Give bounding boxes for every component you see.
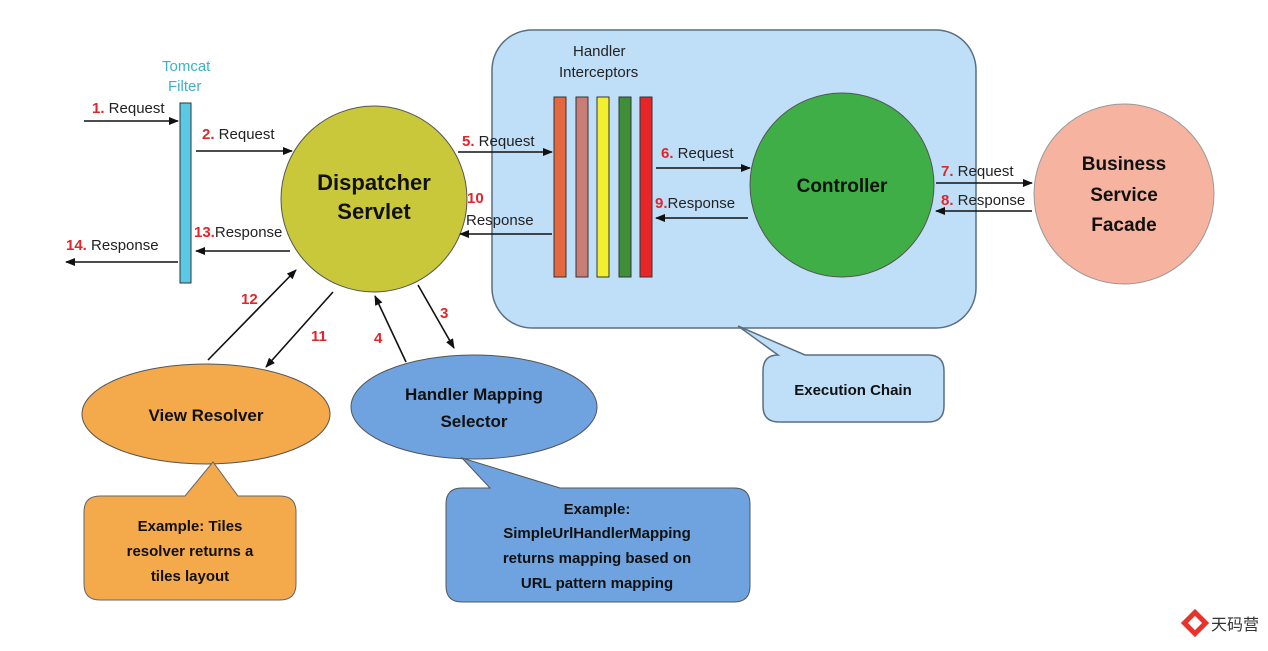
handler-mapping-callout [445,456,751,603]
callout-mapping-line4: URL pattern mapping [521,575,673,592]
step-11-number: 11 [311,328,327,345]
service-label: Service [1090,185,1158,206]
step-14-label: 14. Response [66,237,159,254]
controller-label: Controller [797,176,888,197]
arrow-12 [207,269,297,361]
handler-mapping-label: Handler Mapping [405,385,543,404]
callout-mapping-line1: Example: [564,501,631,518]
dispatcher-label: Dispatcher [317,170,431,195]
arrow-4 [374,295,407,363]
selector-label: Selector [440,412,507,431]
tomcat-label: Tomcat [162,58,211,75]
watermark-logo-icon [1180,608,1210,638]
interceptor-bar [596,96,610,278]
step-10-label: Response [466,212,534,229]
callout-view-line1: Example: Tiles [138,518,243,535]
arrow-11 [265,291,334,368]
controller-node [749,92,935,278]
step-10-number: 10 [467,190,484,207]
dispatcher-servlet-node [280,105,468,293]
business-label: Business [1082,154,1166,175]
servlet-label: Servlet [337,199,411,224]
watermark-text: 天码营 [1211,615,1259,634]
view-resolver-node [81,363,331,465]
interceptor-bar [553,96,567,278]
interceptor-bar [575,96,589,278]
step-4-number: 4 [374,330,383,347]
callout-mapping-line2: SimpleUrlHandlerMapping [503,525,691,542]
callout-view-line3: tiles layout [151,568,229,585]
execution-chain-callout [737,325,945,423]
step-5-label: 5. Request [462,133,535,150]
step-3-number: 3 [440,305,448,322]
step-2-label: 2. Request [202,126,275,143]
callout-view-line2: resolver returns a [127,543,254,560]
callout-mapping-line3: returns mapping based on [503,550,691,567]
handler-mapping-node [350,354,598,460]
arrow-3 [417,284,455,349]
step-7-label: 7. Request [941,163,1014,180]
view-resolver-label: View Resolver [149,406,264,425]
facade-label: Facade [1091,215,1156,236]
step-8-label: 8. Response [941,192,1025,209]
tomcat-filter-bar [179,102,192,284]
interceptor-bar [639,96,653,278]
handler-label: Handler [573,43,626,60]
interceptors-label: Interceptors [559,64,638,81]
view-resolver-callout [83,461,297,601]
filter-label: Filter [168,78,201,95]
execution-chain-label: Execution Chain [794,382,912,399]
step-13-label: 13.Response [194,224,282,241]
business-service-node [1033,103,1215,285]
step-9-label: 9.Response [655,195,735,212]
step-6-label: 6. Request [661,145,734,162]
step-1-label: 1. Request [92,100,165,117]
step-12-number: 12 [241,291,258,308]
interceptor-bar [618,96,632,278]
